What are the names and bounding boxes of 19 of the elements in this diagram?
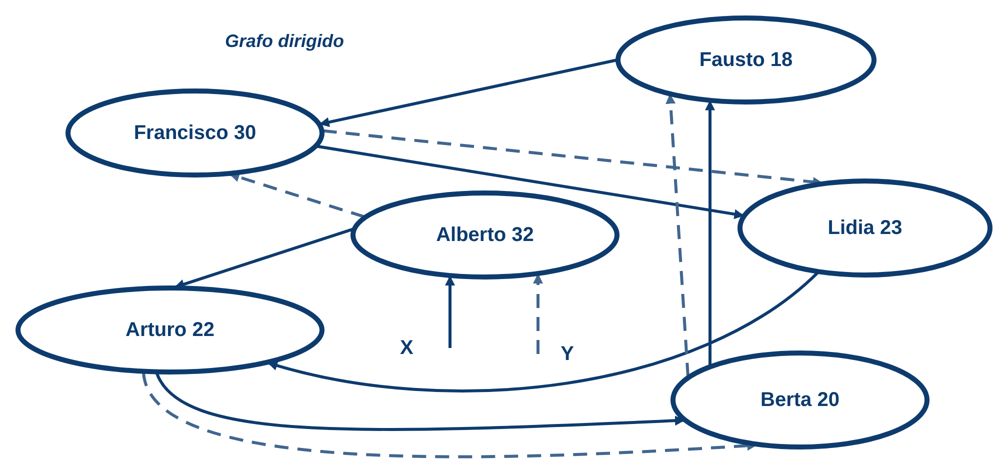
- input-label: Y: [560, 342, 574, 367]
- arrow: [445, 275, 455, 348]
- arrow: [316, 144, 744, 220]
- arrow: [666, 94, 690, 377]
- input-label: X: [400, 336, 414, 361]
- arrow: [705, 100, 715, 366]
- arrow: [267, 271, 819, 392]
- arrow: [533, 273, 543, 354]
- node-label: Fausto 18: [699, 48, 793, 73]
- arrow: [229, 172, 365, 218]
- node-label: Alberto 32: [436, 223, 534, 248]
- arrow: [142, 372, 758, 458]
- arrow: [319, 58, 618, 128]
- diagram-title: Grafo dirigido: [225, 30, 344, 53]
- node-label: Lidia 23: [828, 216, 902, 241]
- node-label: Arturo 22: [126, 318, 214, 343]
- node-label: Berta 20: [760, 388, 840, 413]
- node-label: Francisco 30: [134, 121, 256, 146]
- arrow: [155, 372, 685, 431]
